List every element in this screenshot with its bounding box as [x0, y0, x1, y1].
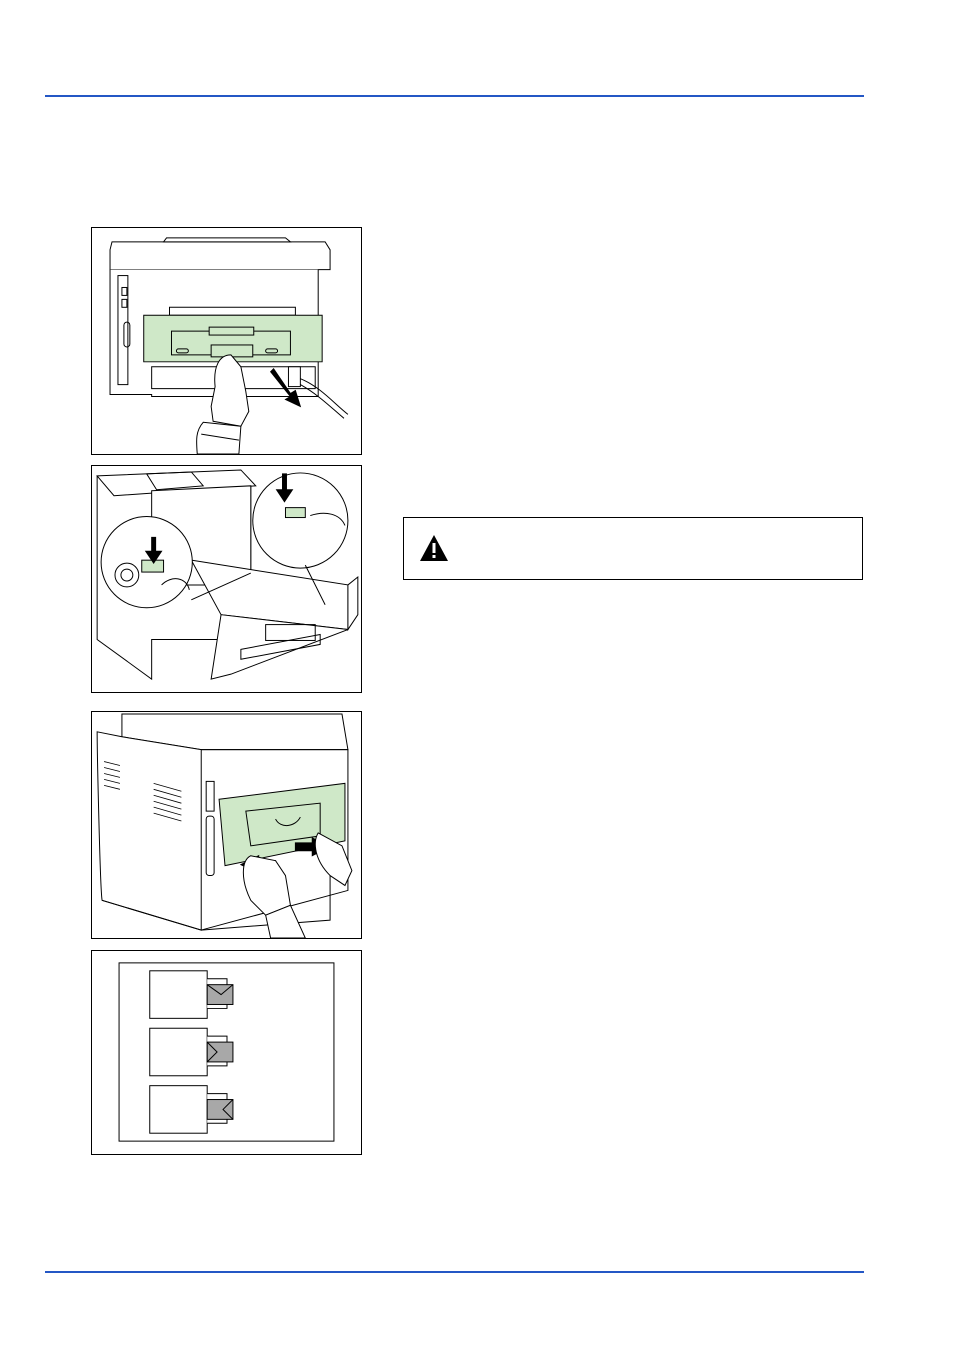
- duplex-unit-levers-illustration: [91, 465, 362, 693]
- header-rule: [45, 95, 864, 97]
- envelope-option-1: [149, 970, 234, 1019]
- warning-triangle-icon: [420, 535, 448, 561]
- envelope-option-3: [149, 1085, 234, 1134]
- footer-rule: [45, 1271, 864, 1273]
- printer-rear-cover-open-illustration: [91, 227, 362, 455]
- envelope-orientation-diagram: [91, 950, 362, 1155]
- envelope-option-2: [149, 1027, 234, 1077]
- rear-cover-close-illustration: [91, 711, 362, 939]
- caution-box: [403, 517, 863, 580]
